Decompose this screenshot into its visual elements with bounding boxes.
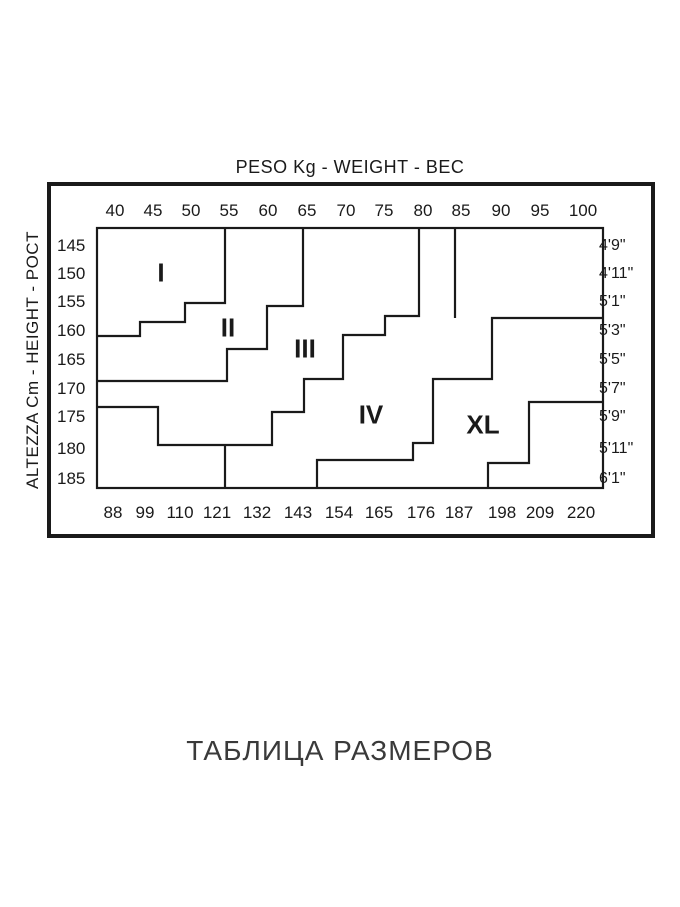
height-ft-tick: 5'5" <box>599 351 626 368</box>
size-label-II: II <box>220 312 236 343</box>
boundary-IV-XL <box>315 316 603 488</box>
height-ft-tick: 5'1" <box>599 293 626 310</box>
size-label-I: I <box>157 257 165 288</box>
boundary-I-II <box>97 228 227 338</box>
height-cm-tick: 180 <box>57 439 86 458</box>
weight-lb-tick: 176 <box>406 503 436 522</box>
size-label-IV: IV <box>358 399 384 430</box>
height-cm-tick: 155 <box>57 292 86 311</box>
weight-kg-tick: 90 <box>491 201 511 220</box>
height-ft-tick: 5'7" <box>599 380 626 397</box>
weight-kg-tick: 50 <box>181 201 201 220</box>
weight-lb-tick: 220 <box>566 503 596 522</box>
weight-lb-tick: 88 <box>103 503 123 522</box>
weight-lb-tick: 198 <box>487 503 517 522</box>
weight-kg-tick: 40 <box>105 201 125 220</box>
height-cm-tick: 175 <box>57 407 86 426</box>
height-ft-tick: 5'9" <box>599 408 626 425</box>
height-cm-tick: 145 <box>57 236 86 255</box>
height-cm-tick: 170 <box>57 379 86 398</box>
height-ft-tick: 5'3" <box>599 322 626 339</box>
height-cm-tick: 165 <box>57 350 86 369</box>
chart-title: PESO Kg - WEIGHT - BEC <box>235 157 465 177</box>
weight-kg-tick: 70 <box>336 201 356 220</box>
weight-lb-tick: 154 <box>324 503 354 522</box>
weight-kg-tick: 75 <box>374 201 394 220</box>
height-cm-tick: 185 <box>57 469 86 488</box>
weight-kg-tick: 80 <box>413 201 433 220</box>
weight-kg-tick: 45 <box>143 201 163 220</box>
height-ft-tick: 4'9" <box>599 237 626 254</box>
weight-lb-tick: 165 <box>364 503 394 522</box>
weight-kg-tick: 65 <box>297 201 317 220</box>
weight-lb-tick: 187 <box>444 503 474 522</box>
size-label-III: III <box>294 333 316 364</box>
weight-lb-tick: 121 <box>202 503 232 522</box>
height-ft-tick: 6'1" <box>599 470 626 487</box>
height-cm-tick: 150 <box>57 264 86 283</box>
weight-kg-tick: 55 <box>219 201 239 220</box>
weight-kg-tick: 85 <box>451 201 471 220</box>
weight-lb-tick: 99 <box>135 503 155 522</box>
height-ft-tick: 4'11" <box>599 265 634 282</box>
boundary-II-III <box>97 228 305 383</box>
weight-lb-tick: 143 <box>283 503 313 522</box>
boundary-III-IV <box>97 228 421 447</box>
weight-lb-tick: 209 <box>525 503 555 522</box>
height-cm-tick: 160 <box>57 321 86 340</box>
boundary-XL-bottom-right <box>486 400 603 488</box>
weight-kg-tick: 95 <box>530 201 550 220</box>
weight-lb-tick: 132 <box>242 503 272 522</box>
weight-kg-tick: 100 <box>568 201 598 220</box>
weight-lb-tick: 110 <box>166 503 194 522</box>
caption: ТАБЛИЦА РАЗМЕРОВ <box>186 735 494 766</box>
grid-border <box>95 226 605 490</box>
weight-kg-tick: 60 <box>258 201 278 220</box>
chart-frame <box>47 182 655 538</box>
size-label-XL: XL <box>466 409 500 440</box>
height-ft-tick: 5'11" <box>599 440 634 457</box>
